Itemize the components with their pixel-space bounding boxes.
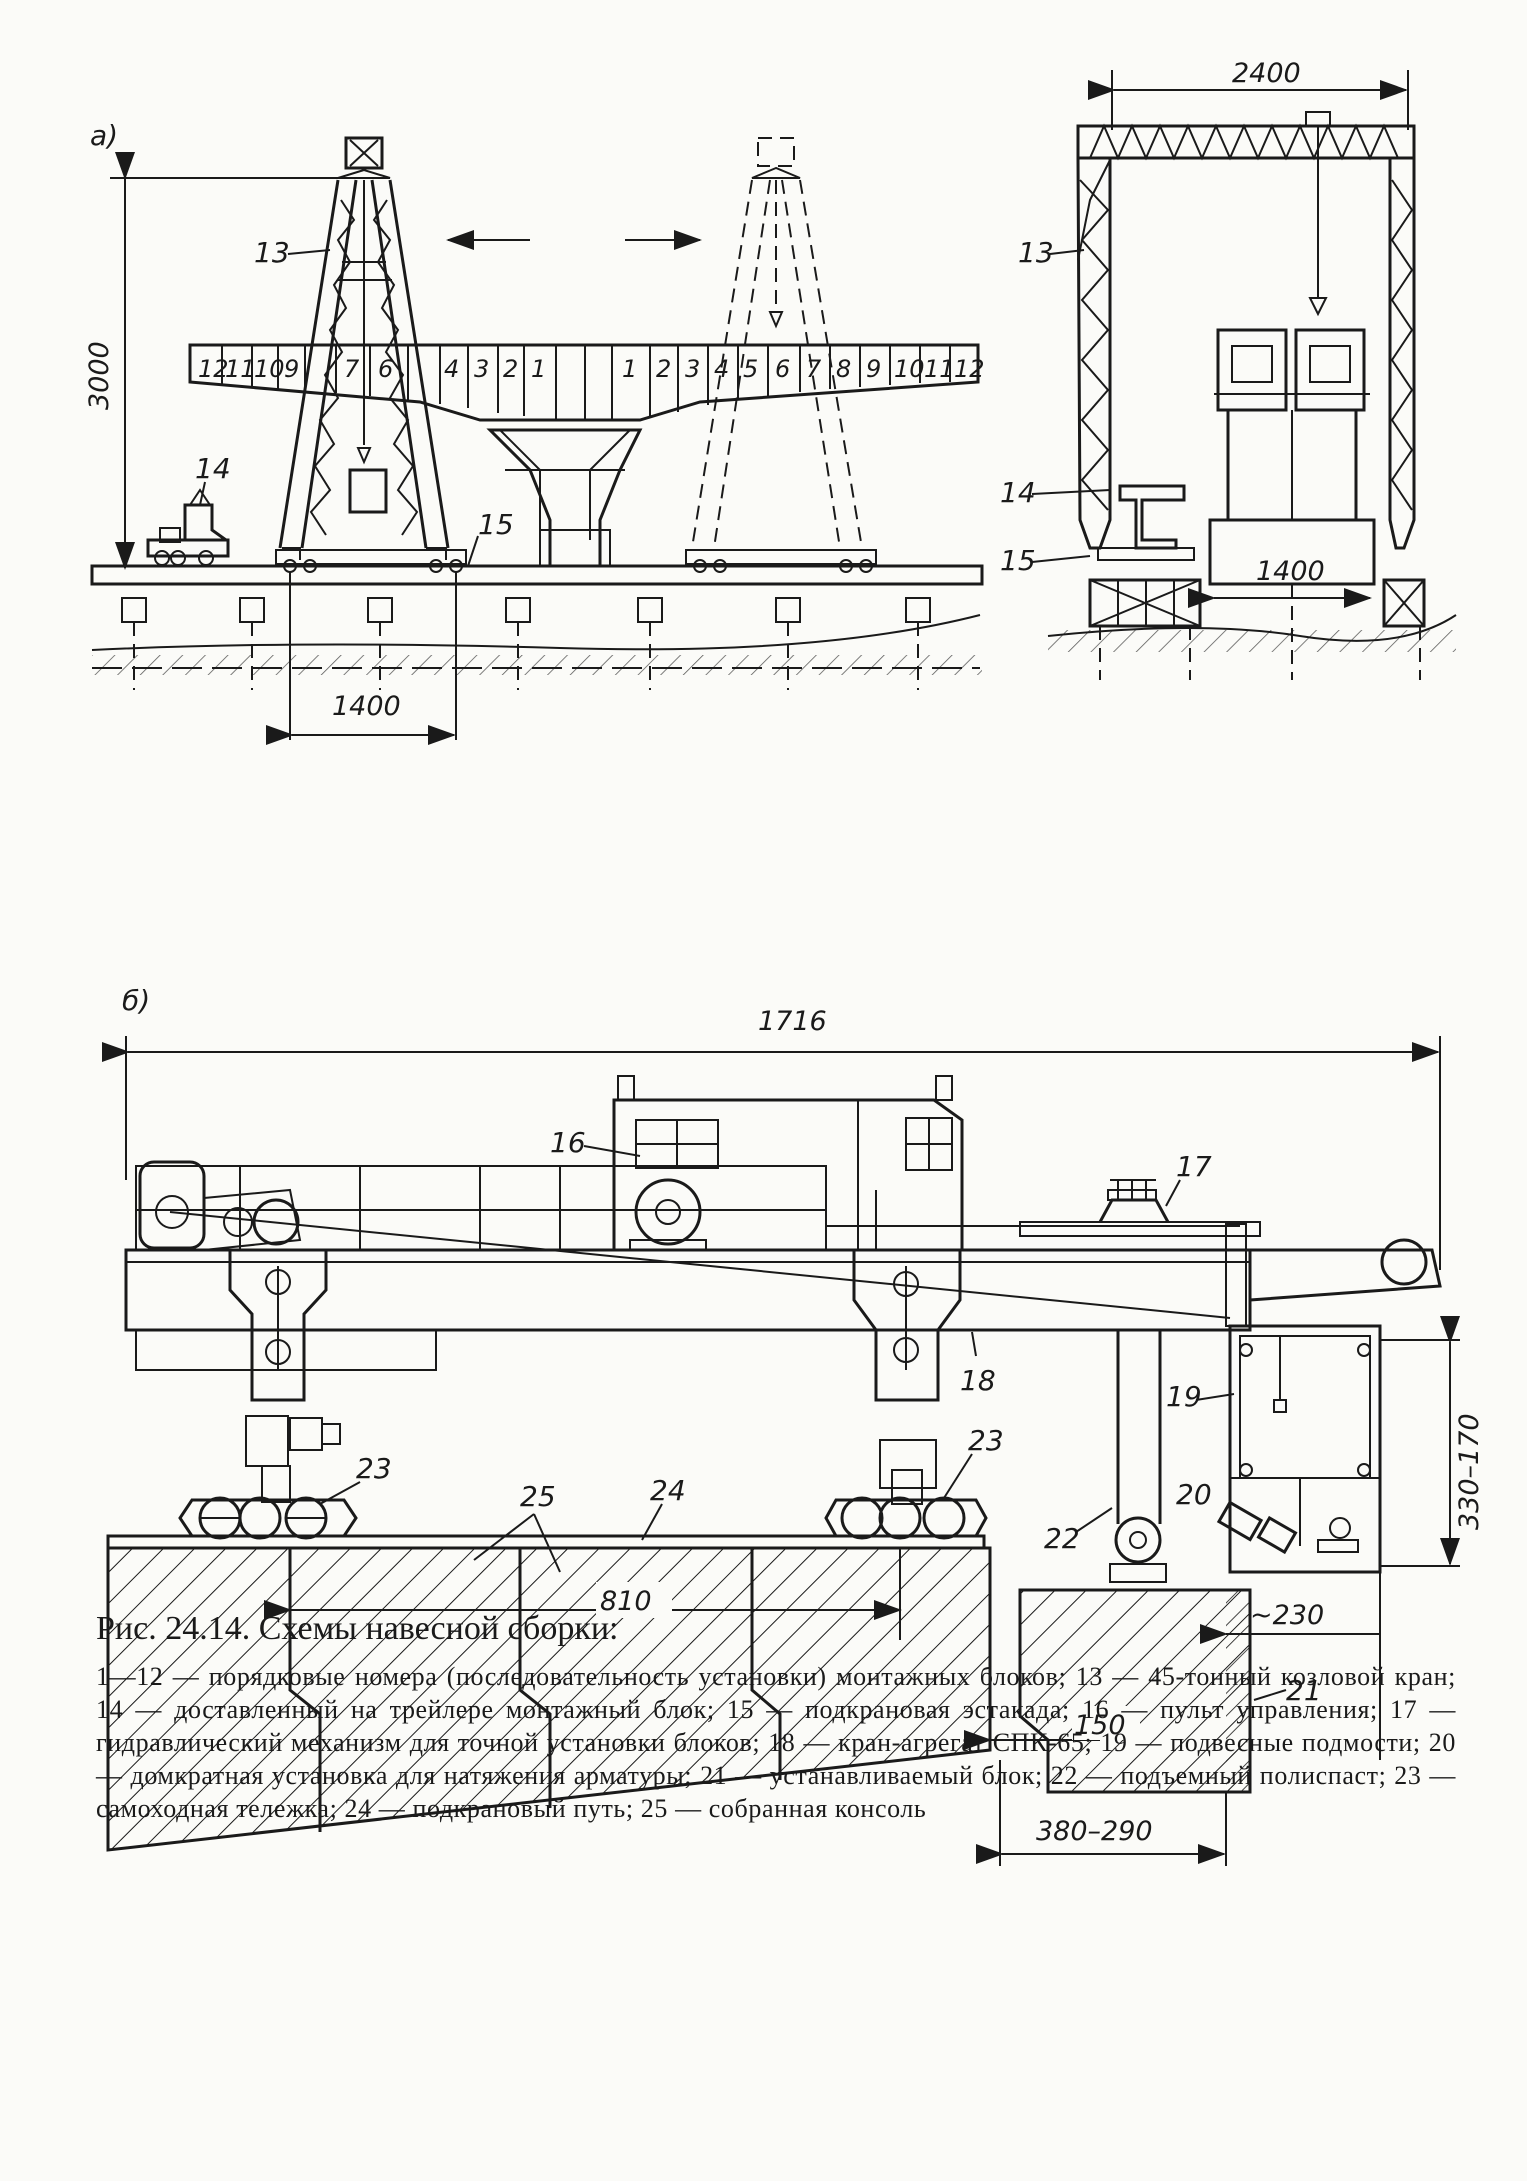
label-scaffold-19: 19 bbox=[1166, 1380, 1202, 1413]
end-span-label: 1400 bbox=[1256, 556, 1325, 587]
gap-dimension-label: ~230 bbox=[1250, 1600, 1324, 1631]
label-trolley-23-left: 23 bbox=[356, 1452, 392, 1485]
label-console-25: 25 bbox=[520, 1480, 556, 1513]
segment-number: 9 bbox=[284, 355, 299, 383]
segment-number: 3 bbox=[685, 355, 700, 383]
panel-b: б) 1716 bbox=[102, 984, 1485, 1866]
left-support-leg bbox=[228, 1248, 341, 1503]
span-dimension-left: 1400 bbox=[332, 691, 401, 722]
segment-number: 9 bbox=[866, 355, 881, 383]
label-block-21: 21 bbox=[1286, 1674, 1322, 1707]
winch-left bbox=[138, 1160, 302, 1251]
segment-number: 10 bbox=[254, 355, 285, 383]
segment-number: 7 bbox=[344, 355, 360, 383]
segment-numbers-left: 12 11 10 9 7 6 4 3 2 1 bbox=[198, 355, 546, 383]
gantry-right-leg bbox=[1388, 156, 1416, 550]
hanger-height-label: 330–170 bbox=[1454, 1413, 1485, 1530]
end-label-13: 13 bbox=[1018, 236, 1054, 269]
hydraulic-mechanism bbox=[1019, 1179, 1428, 1327]
segment-number: 2 bbox=[656, 355, 671, 383]
water-line bbox=[91, 614, 981, 651]
label-hydraulic-17: 17 bbox=[1176, 1150, 1212, 1183]
segment-number: 12 bbox=[954, 355, 985, 383]
jacking-unit bbox=[1216, 1478, 1301, 1555]
suspended-block bbox=[348, 468, 388, 514]
lifting-hoist bbox=[1109, 1330, 1167, 1583]
panel-a-marker: а) bbox=[90, 119, 118, 152]
installed-block bbox=[1018, 1588, 1252, 1794]
trailer-with-block bbox=[146, 488, 230, 566]
segment-number: 6 bbox=[775, 355, 790, 383]
segment-number: 1 bbox=[531, 355, 546, 383]
segment-number: 1 bbox=[622, 355, 637, 383]
gantry-top-girder bbox=[1076, 124, 1416, 160]
label-control-16: 16 bbox=[550, 1126, 586, 1159]
segment-number: 11 bbox=[924, 355, 955, 383]
panel-a-side-view: а) 3000 bbox=[84, 119, 985, 745]
label-trolley-23-right: 23 bbox=[968, 1424, 1004, 1457]
height-dimension-label: 3000 bbox=[84, 341, 115, 410]
label-track-24: 24 bbox=[650, 1474, 686, 1507]
end-view-pier bbox=[1208, 328, 1376, 680]
segment-number: 12 bbox=[198, 355, 229, 383]
segment-number: 6 bbox=[378, 355, 393, 383]
segment-numbers-right: 1 2 3 4 5 6 7 8 9 10 11 12 bbox=[622, 355, 985, 383]
label-jack-20: 20 bbox=[1176, 1478, 1212, 1511]
self-propelled-trolley-left bbox=[178, 1496, 358, 1540]
end-label-14: 14 bbox=[1000, 476, 1036, 509]
panel-b-marker: б) bbox=[122, 984, 150, 1017]
segment-number: 11 bbox=[225, 355, 256, 383]
bottom-dimension-label: 380–290 bbox=[1036, 1816, 1153, 1847]
gantry-crane bbox=[275, 136, 467, 573]
end-trestle-right bbox=[1382, 578, 1426, 628]
winch-center bbox=[629, 1178, 707, 1251]
label-crane-unit-18: 18 bbox=[960, 1364, 996, 1397]
gantry-crane-alternate-position bbox=[685, 137, 877, 573]
segment-number: 10 bbox=[894, 355, 925, 383]
bridge-pier bbox=[486, 428, 643, 568]
label-crane-13: 13 bbox=[254, 236, 290, 269]
segment-number: 3 bbox=[474, 355, 489, 383]
figure-caption-title: Рис. 24.14. Схемы навесной сборки: bbox=[96, 1610, 619, 1647]
label-hoist-22: 22 bbox=[1044, 1522, 1080, 1555]
segment-number: 5 bbox=[743, 355, 758, 383]
control-cab bbox=[612, 1075, 964, 1252]
trestle-piles bbox=[121, 597, 931, 690]
offset-dimension-label: 150 bbox=[1074, 1710, 1126, 1741]
total-length-label: 1716 bbox=[758, 1006, 827, 1037]
segment-number: 4 bbox=[444, 355, 459, 383]
label-trestle-15: 15 bbox=[478, 508, 514, 541]
segment-number: 4 bbox=[714, 355, 729, 383]
gantry-width-label: 2400 bbox=[1232, 58, 1301, 89]
end-label-15: 15 bbox=[1000, 544, 1036, 577]
cantilever-beam bbox=[188, 343, 980, 422]
segment-number: 2 bbox=[503, 355, 518, 383]
figure-caption-legend: 1—12 — порядковые номера (последовательн… bbox=[96, 1662, 1456, 1823]
right-support-leg bbox=[852, 1248, 962, 1505]
span-810-label: 810 bbox=[600, 1586, 652, 1617]
end-view-block bbox=[1097, 484, 1195, 561]
assembled-console bbox=[106, 1546, 992, 1852]
crane-trestle-deck bbox=[90, 564, 984, 586]
hanging-scaffold bbox=[1228, 1324, 1382, 1574]
segment-number: 8 bbox=[836, 355, 851, 383]
label-trailer-14: 14 bbox=[195, 452, 231, 485]
panel-a-end-view: 2400 14 1 bbox=[1000, 58, 1457, 680]
